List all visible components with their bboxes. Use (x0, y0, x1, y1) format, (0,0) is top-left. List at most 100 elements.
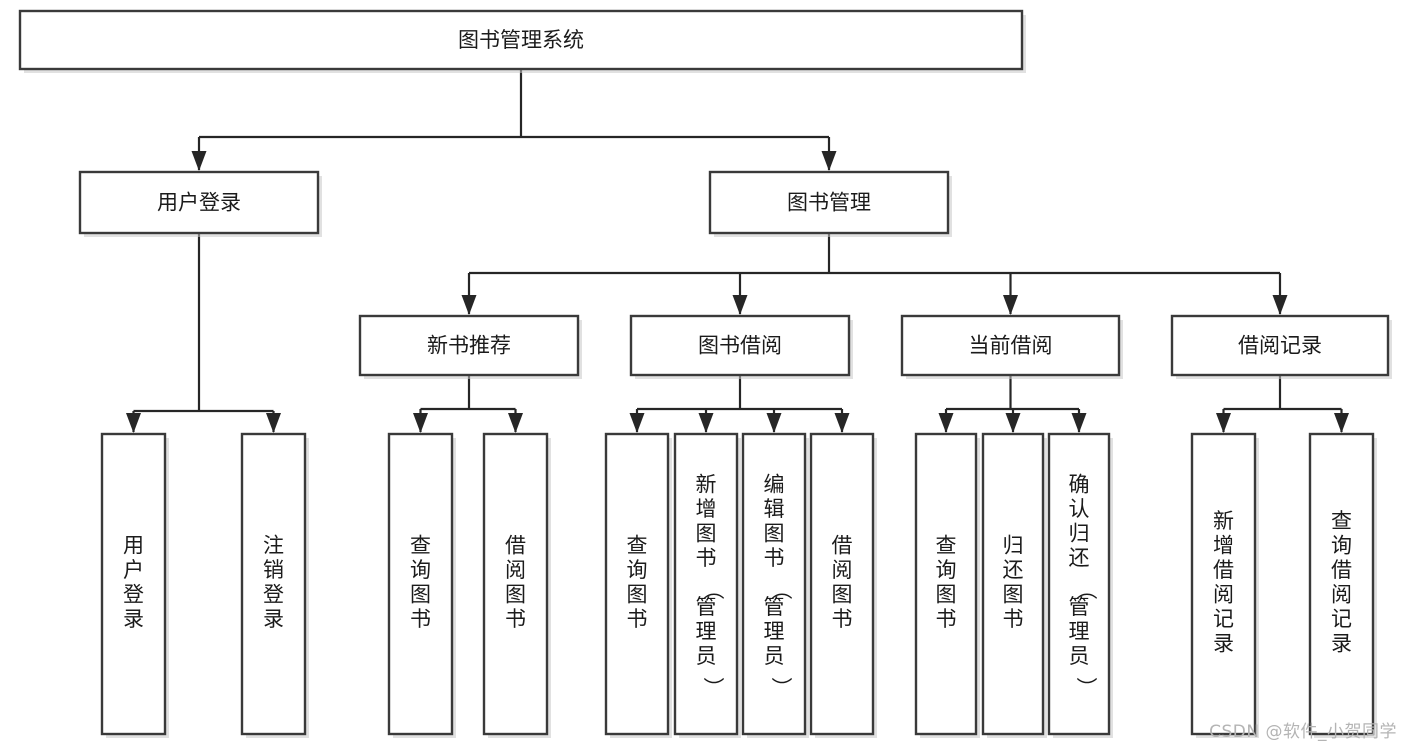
node-current-borrow[interactable]: 当前借阅 (900, 314, 1123, 379)
leaf-label-char: 查 (627, 534, 648, 558)
leaf-label-char: 书 (1003, 607, 1024, 631)
leaf-label-char: 管 (696, 595, 717, 619)
arrow-head-icon (461, 295, 477, 315)
leaf-label-char: 借 (832, 534, 853, 558)
leaf-label-char: 记 (1331, 607, 1352, 631)
node-book-borrow[interactable]: 图书借阅 (629, 314, 853, 379)
box-outline (1190, 432, 1257, 736)
leaf-label-char: 图 (832, 583, 853, 607)
arrow-head-icon (508, 413, 523, 433)
arrow-head-icon (1216, 413, 1231, 433)
leaf-label-char: 图 (505, 583, 526, 607)
box-outline (914, 432, 978, 736)
box-outline (1047, 432, 1111, 736)
leaf-label-char: 书 (627, 607, 648, 631)
leaf-label-char: 员 (696, 644, 717, 668)
box-outline (240, 432, 307, 736)
leaf-label-char: 管 (1069, 595, 1090, 619)
leaf-label-char: 用 (123, 534, 144, 558)
arrow-head-icon (834, 413, 850, 433)
box-outline (900, 314, 1121, 377)
box-outline (358, 314, 580, 377)
leaf-label-char: 阅 (1331, 583, 1352, 607)
leaf-label-char: 询 (410, 558, 431, 582)
box-outline (673, 432, 739, 736)
leaf-label-char: 销 (263, 558, 284, 582)
leaf-label-char: 书 (936, 607, 957, 631)
leaf-label-char: 注 (263, 534, 284, 558)
leaf-label-char: 增 (1213, 534, 1234, 558)
node-leaf-user-login[interactable]: 用户登录 (100, 432, 169, 738)
arrow-head-icon (629, 413, 645, 433)
leaf-label-char: 员 (1069, 644, 1090, 668)
leaf-label-char: 图 (936, 583, 957, 607)
leaf-label-char: 借 (505, 534, 526, 558)
box-outline (1170, 314, 1390, 377)
leaf-label-char: 录 (1331, 632, 1352, 656)
node-label: 新书推荐 (427, 334, 511, 358)
box-outline (809, 432, 875, 736)
leaf-label-char: 增 (696, 497, 717, 521)
leaf-label-char: 书 (764, 546, 785, 570)
leaf-label-char: （ (701, 579, 725, 600)
box-outline (604, 432, 670, 736)
leaf-label-char: 编 (764, 472, 785, 496)
box-outline (18, 9, 1024, 71)
leaf-label-char: 登 (123, 583, 144, 607)
node-new-book-recommend[interactable]: 新书推荐 (358, 314, 582, 379)
arrow-head-icon (766, 413, 782, 433)
leaf-label-char: 询 (936, 558, 957, 582)
leaf-label-char: 书 (505, 607, 526, 631)
arrow-head-icon (266, 413, 281, 433)
node-user-login[interactable]: 用户登录 (78, 170, 322, 237)
box-outline (387, 432, 454, 736)
leaf-label-char: 阅 (832, 558, 853, 582)
leaf-label-char: 新 (696, 472, 717, 496)
leaf-label-char: 户 (123, 558, 144, 582)
node-label: 图书管理系统 (458, 28, 584, 52)
node-borrow-record[interactable]: 借阅记录 (1170, 314, 1392, 379)
leaf-label-char: ） (701, 677, 725, 698)
arrow-head-icon (413, 413, 428, 433)
connector-edges (126, 69, 1349, 433)
leaf-label-char: 图 (696, 521, 717, 545)
leaf-label-char: ） (769, 677, 793, 698)
leaf-label-char: 归 (1003, 534, 1024, 558)
leaf-label-char: 录 (1213, 632, 1234, 656)
leaf-label-char: 确 (1069, 472, 1090, 496)
leaf-label-char: 阅 (1213, 583, 1234, 607)
diagram-nodes: 图书管理系统用户登录图书管理新书推荐图书借阅当前借阅借阅记录用户登录注销登录查询… (18, 9, 1392, 738)
arrow-head-icon (1005, 413, 1021, 433)
node-root-system[interactable]: 图书管理系统 (18, 9, 1026, 73)
leaf-label-char: 图 (410, 583, 431, 607)
leaf-label-char: 记 (1213, 607, 1234, 631)
leaf-label-char: 录 (263, 607, 284, 631)
leaf-label-char: 图 (627, 583, 648, 607)
node-book-management[interactable]: 图书管理 (708, 170, 952, 237)
leaf-label-char: 新 (1213, 509, 1234, 533)
leaf-label-char: 图 (1003, 583, 1024, 607)
leaf-label-char: 图 (764, 521, 785, 545)
box-outline (482, 432, 549, 736)
node-label: 图书借阅 (698, 334, 782, 358)
arrow-head-icon (1071, 413, 1087, 433)
arrow-head-icon (126, 413, 141, 433)
leaf-label-char: ） (1074, 677, 1098, 698)
leaf-label-char: 借 (1331, 558, 1352, 582)
node-label: 借阅记录 (1238, 334, 1322, 358)
node-label: 用户登录 (157, 191, 241, 215)
leaf-label-char: 理 (764, 619, 785, 643)
box-outline (100, 432, 167, 736)
